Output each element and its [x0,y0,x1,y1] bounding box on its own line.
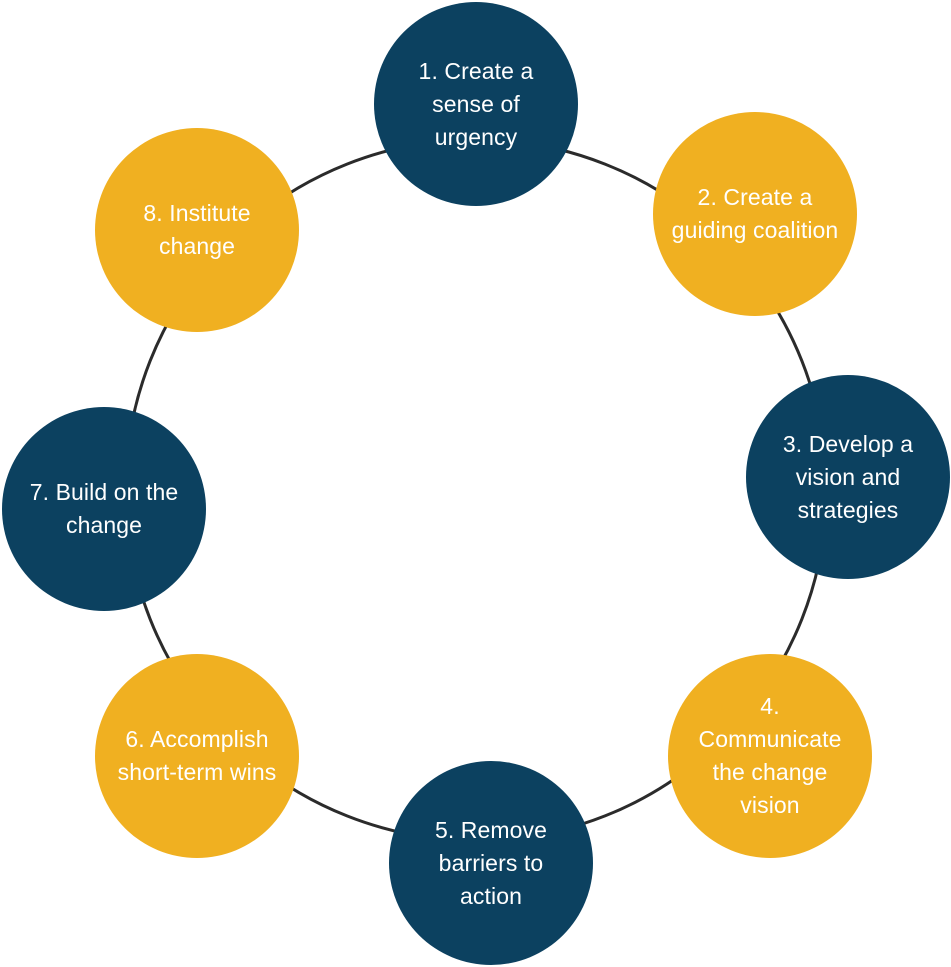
step-5-circle: 5. Remove barriers to action [389,761,593,965]
step-1-label: 1. Create a sense of urgency [418,57,534,150]
step-2-circle: 2. Create a guiding coalition [653,112,857,316]
step-5-label: 5. Remove barriers to action [434,816,548,909]
step-3-label: 3. Develop a vision and strategies [782,430,914,523]
step-4-label: 4. Communicate the change vision [698,693,842,818]
step-6-circle: 6. Accomplish short-term wins [95,654,299,858]
step-2-label: 2. Create a guiding coalition [671,184,839,243]
step-8-circle: 8. Institute change [95,128,299,332]
step-6-label: 6. Accomplish short-term wins [117,726,277,785]
step-7-circle: 7. Build on the change [2,407,206,611]
step-7-label: 7. Build on the change [29,479,179,538]
step-1-circle: 1. Create a sense of urgency [374,2,578,206]
step-3-circle: 3. Develop a vision and strategies [746,375,950,579]
step-8-label: 8. Institute change [143,200,251,259]
step-4-circle: 4. Communicate the change vision [668,654,872,858]
